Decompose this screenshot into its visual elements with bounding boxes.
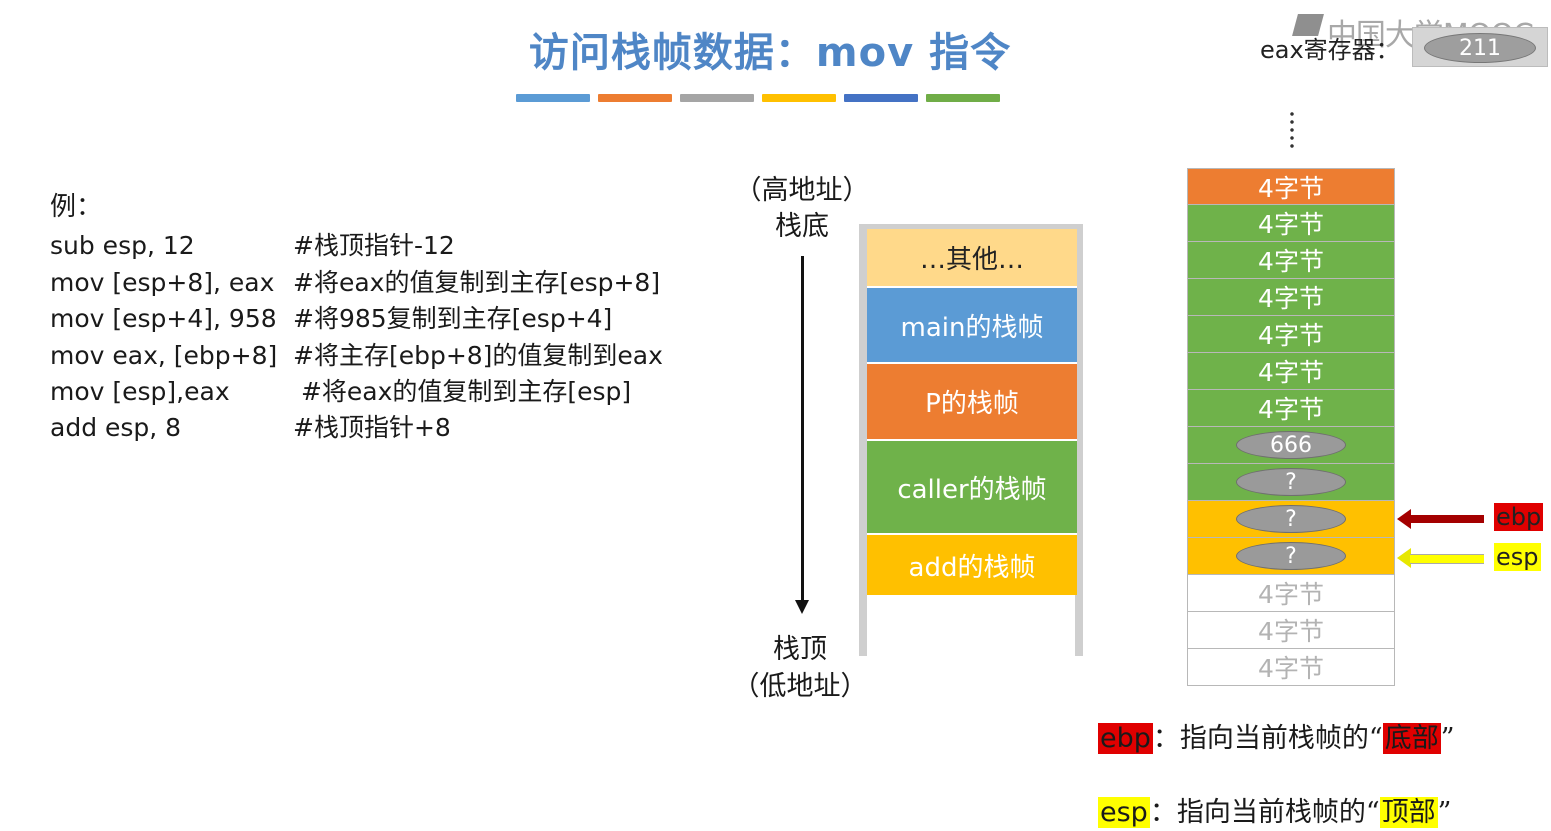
arrow-down-icon <box>795 600 809 614</box>
cell-value-oval: ? <box>1236 505 1346 533</box>
underline-segment <box>844 94 918 102</box>
frame-label: add的栈帧 <box>908 552 1036 583</box>
code-comment: #将主存[ebp+8]的值复制到eax <box>293 341 663 370</box>
code-instruction: mov [esp+8], eax <box>50 268 275 297</box>
code-comment: #栈顶指针-12 <box>293 231 455 260</box>
code-line: mov eax, [ebp+8] #将主存[ebp+8]的值复制到eax <box>50 336 663 372</box>
legend-text: ：指向当前栈帧的“ <box>1149 797 1380 828</box>
code-comment: #栈顶指针+8 <box>293 413 451 442</box>
cell-label: 4字节 <box>1258 284 1324 313</box>
code-instruction: sub esp, 12 <box>50 231 195 260</box>
stack-top-label: 栈顶 <box>773 634 827 665</box>
stack-cell: 666 <box>1187 427 1395 464</box>
cell-value-oval: ? <box>1236 468 1346 496</box>
stack-cell: ? <box>1187 464 1395 501</box>
register-label: eax寄存器： <box>1260 36 1400 64</box>
code-instruction: mov [esp+4], 958 <box>50 304 277 333</box>
frame-main: main的栈帧 <box>867 288 1077 364</box>
frame-add: add的栈帧 <box>867 535 1077 595</box>
stack-cell: 4字节 <box>1187 279 1395 316</box>
code-line: mov [esp],eax #将eax的值复制到主存[esp] <box>50 372 631 408</box>
frame-label: …其他… <box>919 245 1024 275</box>
code-line: mov [esp+4], 958 #将985复制到主存[esp+4] <box>50 299 612 335</box>
code-line: mov [esp+8], eax #将eax的值复制到主存[esp+8] <box>50 263 660 299</box>
legend-highlight: 顶部 <box>1379 797 1438 828</box>
frame-p: P的栈帧 <box>867 364 1077 441</box>
legend-close-quote: ” <box>1440 723 1455 754</box>
page-title: 访问栈帧数据：mov 指令 <box>528 30 1012 76</box>
code-comment: #将985复制到主存[esp+4] <box>293 304 613 333</box>
code-instruction: mov eax, [ebp+8] <box>50 341 278 370</box>
cell-label: 4字节 <box>1258 395 1324 424</box>
underline-segment <box>926 94 1000 102</box>
ebp-pointer-label: ebp <box>1494 503 1544 531</box>
cell-value-oval: ? <box>1236 542 1346 570</box>
stack-cell: 4字节 <box>1187 575 1395 612</box>
cell-value-oval: 666 <box>1236 431 1346 459</box>
high-address-label: （高地址） <box>734 175 870 206</box>
frame-other: …其他… <box>867 229 1077 288</box>
legend-esp: esp：指向当前栈帧的“顶部” <box>1098 790 1451 829</box>
ebp-arrow <box>1410 515 1484 523</box>
cell-label: 4字节 <box>1258 173 1324 203</box>
code-instruction: mov [esp],eax <box>50 377 230 406</box>
frame-caller: caller的栈帧 <box>867 441 1077 535</box>
stack-cell: 4字节 <box>1187 316 1395 353</box>
cell-label: 4字节 <box>1258 247 1324 276</box>
register-value: 211 <box>1424 33 1536 63</box>
esp-arrow-icon <box>1397 548 1411 568</box>
cell-label: 4字节 <box>1258 654 1324 683</box>
legend-close-quote: ” <box>1437 797 1452 828</box>
cell-label: 4字节 <box>1258 580 1324 609</box>
growth-arrow <box>801 256 804 606</box>
low-address-label: （低地址） <box>732 671 868 702</box>
cell-label: 4字节 <box>1258 617 1324 646</box>
code-line: sub esp, 12 #栈顶指针-12 <box>50 226 455 262</box>
esp-pointer-label: esp <box>1494 543 1541 571</box>
stack-cell: 4字节 <box>1187 390 1395 427</box>
stack-bottom-label: 栈底 <box>775 211 829 242</box>
legend-tag: esp <box>1098 797 1150 828</box>
underline-segment <box>680 94 754 102</box>
stack-cell: 4字节 <box>1187 612 1395 649</box>
stack-frame-container <box>859 224 1083 656</box>
code-instruction: add esp, 8 <box>50 413 182 442</box>
code-line: add esp, 8 #栈顶指针+8 <box>50 408 451 444</box>
title-underline <box>516 94 1000 102</box>
stack-cell: 4字节 <box>1187 168 1395 205</box>
stack-cell: 4字节 <box>1187 205 1395 242</box>
frame-label: P的栈帧 <box>925 389 1019 419</box>
stack-cell: 4字节 <box>1187 649 1395 686</box>
legend-tag: ebp <box>1098 723 1153 754</box>
stack-cell: ? <box>1187 538 1395 575</box>
legend-highlight: 底部 <box>1382 723 1441 754</box>
code-title: 例： <box>50 192 103 222</box>
frame-label: caller的栈帧 <box>897 474 1047 505</box>
frame-label: main的栈帧 <box>900 312 1044 343</box>
underline-segment <box>598 94 672 102</box>
esp-arrow <box>1410 554 1484 564</box>
legend-ebp: ebp：指向当前栈帧的“底部” <box>1098 716 1455 755</box>
cell-label: 4字节 <box>1258 321 1324 350</box>
underline-segment <box>516 94 590 102</box>
cell-label: 4字节 <box>1258 210 1324 239</box>
ebp-arrow-icon <box>1397 509 1411 529</box>
ellipsis-dots <box>1290 110 1294 150</box>
code-comment: #将eax的值复制到主存[esp+8] <box>293 268 661 297</box>
stack-cell: 4字节 <box>1187 242 1395 279</box>
code-comment: #将eax的值复制到主存[esp] <box>293 377 632 406</box>
cell-label: 4字节 <box>1258 358 1324 387</box>
stack-cell: ? <box>1187 501 1395 538</box>
legend-text: ：指向当前栈帧的“ <box>1152 723 1383 754</box>
stack-cell: 4字节 <box>1187 353 1395 390</box>
underline-segment <box>762 94 836 102</box>
